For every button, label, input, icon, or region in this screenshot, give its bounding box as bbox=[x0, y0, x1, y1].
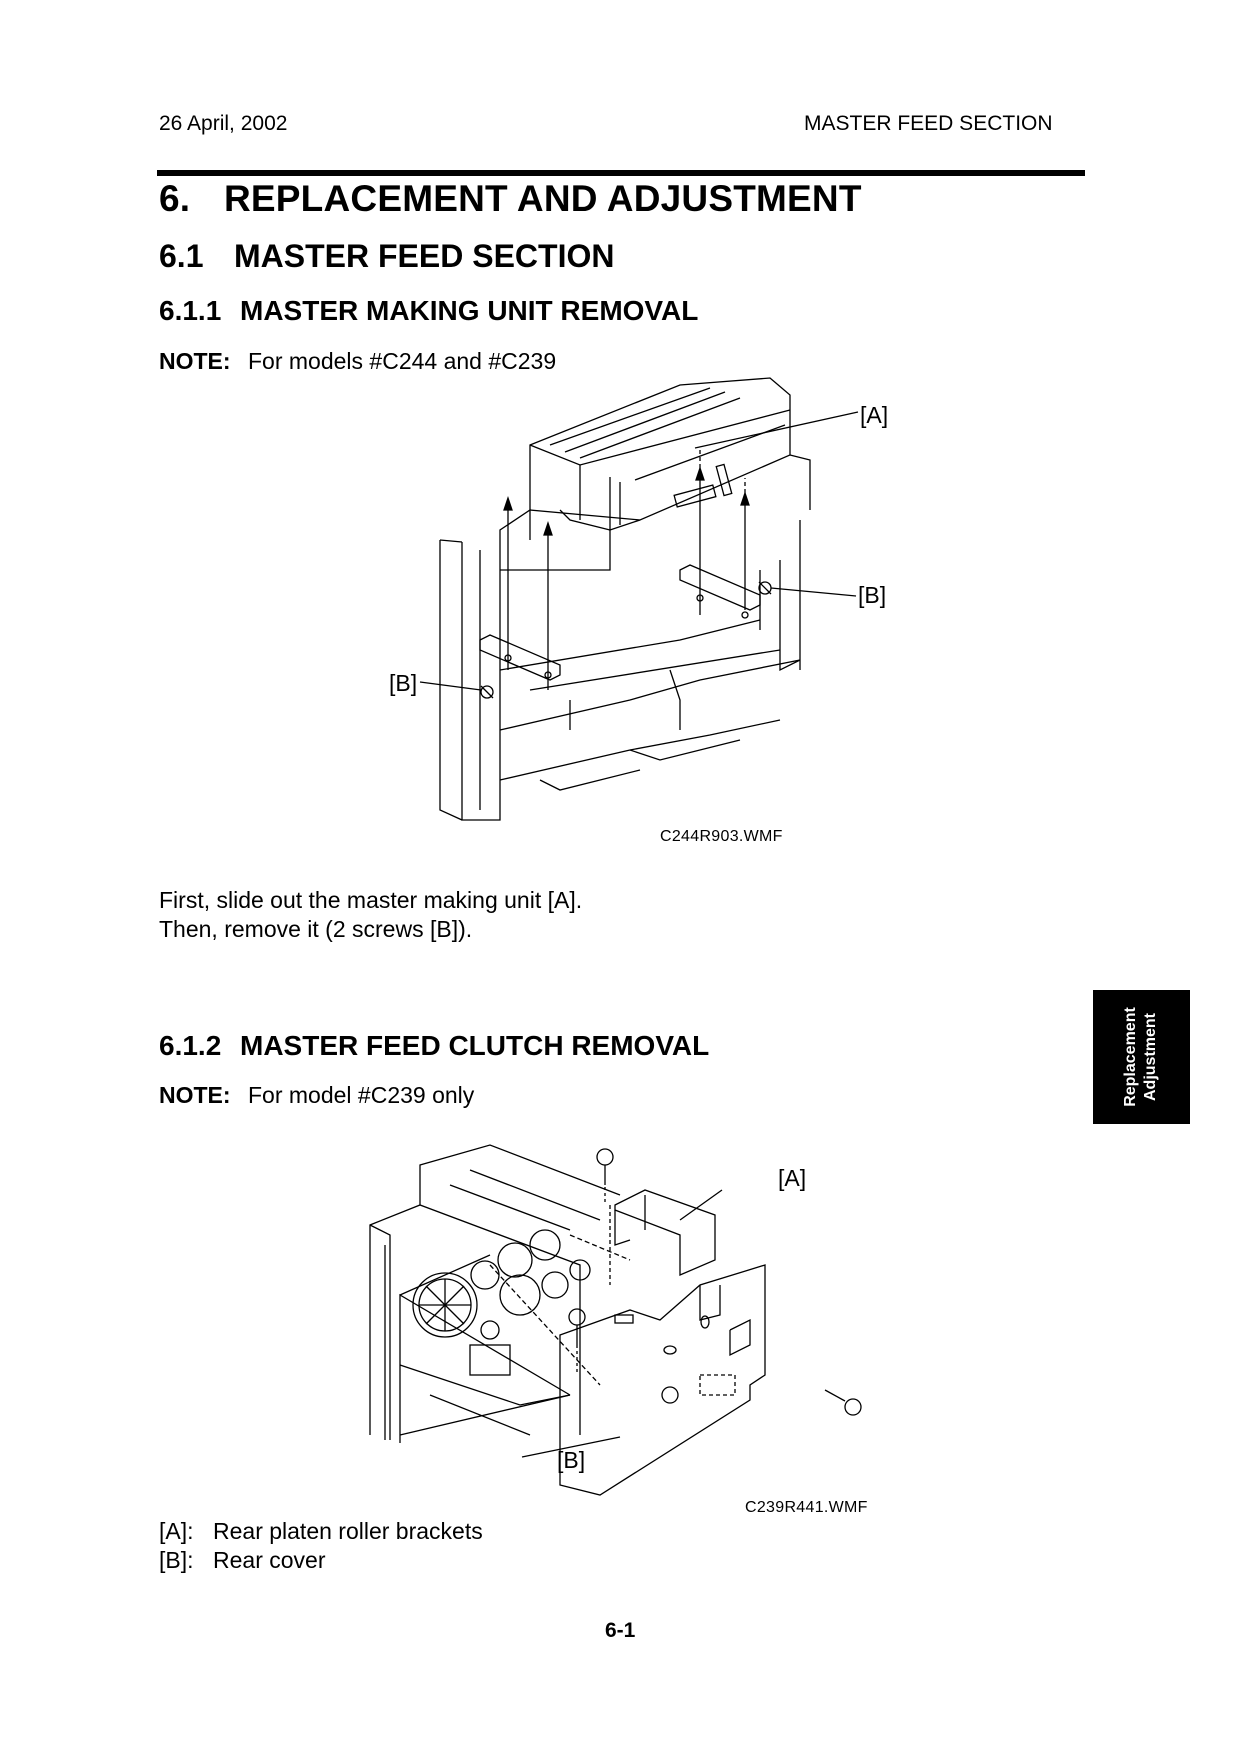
figure2-label-a: [A] bbox=[778, 1165, 807, 1191]
side-tab-line-2: Adjustment bbox=[1142, 1013, 1159, 1101]
figure1-label-b-left: [B] bbox=[389, 670, 418, 696]
side-tab: Replacement Adjustment bbox=[1093, 990, 1190, 1124]
legend-item: [A]: Rear platen roller brackets bbox=[159, 1517, 483, 1546]
header-section: MASTER FEED SECTION bbox=[804, 112, 1053, 135]
subsection-number-1: 6.1.1 bbox=[159, 295, 222, 326]
note-text-1: For models #C244 and #C239 bbox=[248, 348, 557, 374]
subsection-heading-1: 6.1.1 MASTER MAKING UNIT REMOVAL bbox=[159, 295, 698, 327]
note-label-2: NOTE: bbox=[159, 1082, 231, 1108]
subsection-title-2: MASTER FEED CLUTCH REMOVAL bbox=[240, 1030, 710, 1061]
instructions-1: First, slide out the master making unit … bbox=[159, 886, 582, 944]
subsection-number-2: 6.1.2 bbox=[159, 1030, 222, 1061]
note-text-2: For model #C239 only bbox=[248, 1082, 475, 1108]
figure1-label-b-right: [B] bbox=[858, 582, 887, 608]
legend-text-a: Rear platen roller brackets bbox=[213, 1518, 483, 1544]
figure-rear-cover bbox=[369, 1144, 862, 1496]
note-label-1: NOTE: bbox=[159, 348, 231, 374]
subsection-heading-2: 6.1.2 MASTER FEED CLUTCH REMOVAL bbox=[159, 1030, 709, 1062]
instruction-line-1: First, slide out the master making unit … bbox=[159, 887, 583, 913]
section-heading: 6.1 MASTER FEED SECTION bbox=[159, 238, 614, 275]
figure1-caption: C244R903.WMF bbox=[660, 828, 783, 845]
header-date: 26 April, 2002 bbox=[159, 112, 288, 135]
chapter-heading: 6. REPLACEMENT AND ADJUSTMENT bbox=[159, 178, 862, 220]
figure2-label-b: [B] bbox=[557, 1447, 586, 1473]
chapter-number: 6. bbox=[159, 178, 191, 219]
figure2-caption: C239R441.WMF bbox=[745, 1499, 868, 1516]
instruction-line-2: Then, remove it (2 screws [B]). bbox=[159, 916, 473, 942]
legend-key-b: [B]: bbox=[159, 1547, 194, 1573]
header-rule bbox=[157, 170, 1085, 176]
note-2: NOTE: For model #C239 only bbox=[159, 1082, 474, 1109]
note-1: NOTE: For models #C244 and #C239 bbox=[159, 348, 556, 375]
side-tab-line-1: Replacement bbox=[1122, 1007, 1139, 1107]
chapter-title: REPLACEMENT AND ADJUSTMENT bbox=[224, 178, 862, 219]
subsection-title-1: MASTER MAKING UNIT REMOVAL bbox=[240, 295, 699, 326]
figure-master-making-unit bbox=[419, 377, 859, 821]
legend-key-a: [A]: bbox=[159, 1518, 194, 1544]
page-number: 6-1 bbox=[605, 1619, 636, 1642]
figure2-legend: [A]: Rear platen roller brackets [B]: Rear… bbox=[159, 1517, 483, 1575]
section-title: MASTER FEED SECTION bbox=[234, 238, 615, 274]
legend-item: [B]: Rear cover bbox=[159, 1546, 483, 1575]
figure1-label-a: [A] bbox=[860, 402, 889, 428]
legend-text-b: Rear cover bbox=[213, 1547, 326, 1573]
section-number: 6.1 bbox=[159, 238, 204, 274]
